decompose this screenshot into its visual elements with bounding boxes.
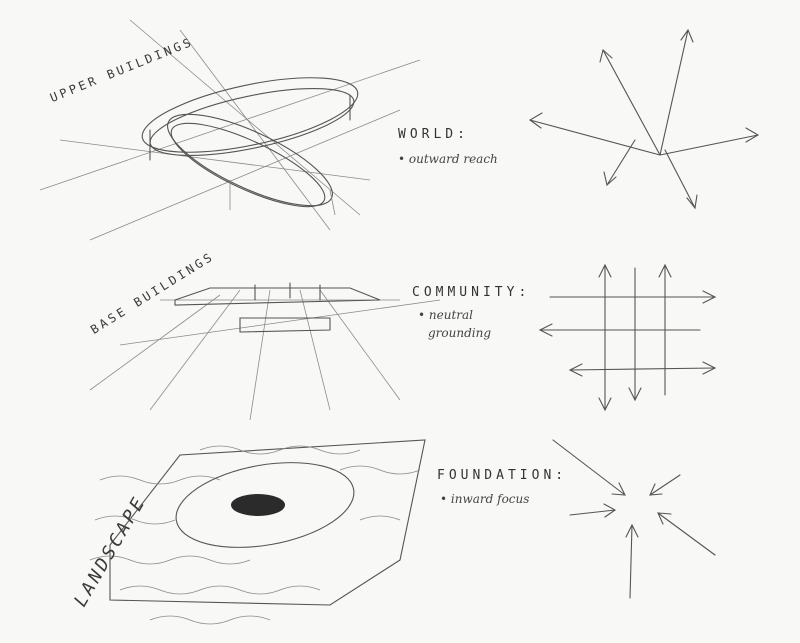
bullet-text: outward reach (408, 152, 498, 166)
inward-arrows-diagram (552, 439, 716, 599)
bullet-text: neutral (428, 308, 474, 322)
bullet-outward-reach: • outward reach (398, 152, 498, 166)
landscape-sketch (89, 439, 426, 625)
bullet-inward-focus: • inward focus (440, 492, 530, 506)
base-buildings-sketch (89, 282, 441, 421)
heading-world: WORLD: (398, 127, 469, 142)
grid-arrows-diagram (538, 263, 717, 412)
bullet-text: inward focus (450, 492, 530, 506)
bullet-grounding: grounding (428, 326, 492, 340)
focal-center (231, 494, 285, 516)
outward-arrows-diagram (528, 28, 760, 210)
upper-buildings-sketch (39, 19, 421, 241)
heading-community: COMMUNITY: (412, 285, 531, 300)
heading-foundation: FOUNDATION: (437, 468, 568, 483)
bullet-neutral: • neutral (418, 308, 474, 322)
